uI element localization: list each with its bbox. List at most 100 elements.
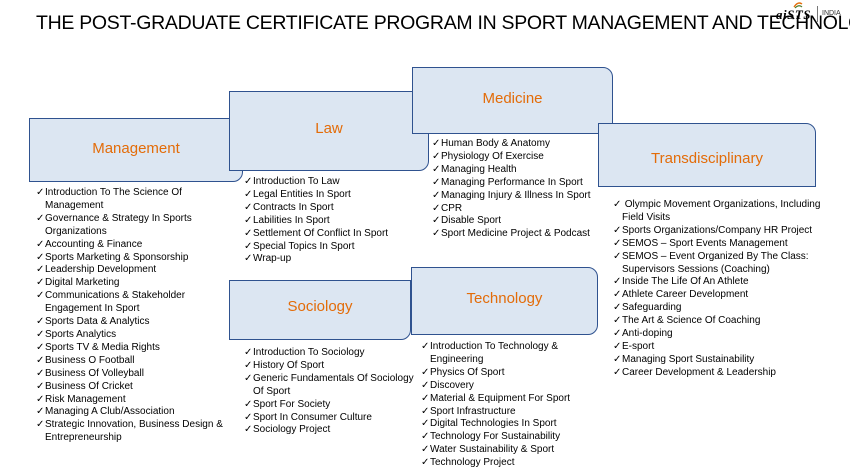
management-list: ✓Introduction To The Science Of Manageme… — [36, 187, 226, 445]
check-icon: ✓ — [244, 188, 253, 200]
check-icon: ✓ — [421, 366, 430, 378]
check-icon: ✓ — [613, 199, 622, 210]
logo-subtitle: INDIA — [822, 10, 841, 17]
transdisciplinary-label: Transdisciplinary — [651, 150, 763, 167]
check-icon: ✓ — [36, 264, 45, 276]
check-icon: ✓ — [613, 353, 622, 365]
list-item: ✓Human Body & Anatomy — [432, 138, 550, 149]
list-item: ✓Managing Sport Sustainability — [613, 353, 755, 365]
logo-text: aiSTS — [776, 7, 812, 22]
check-icon: ✓ — [613, 328, 622, 340]
transdisciplinary-list: ✓ Olympic Movement Organizations, Includ… — [613, 199, 838, 380]
list-item: ✓Sport Medicine Project & Podcast — [432, 228, 590, 240]
check-icon: ✓ — [613, 224, 622, 236]
list-item: ✓Anti-doping — [613, 328, 673, 340]
list-item: ✓SEMOS – Sport Events Management — [613, 237, 788, 249]
sociology-box: Sociology — [229, 280, 411, 340]
medicine-list: ✓Human Body & Anatomy ✓Physiology Of Exe… — [432, 138, 598, 241]
list-item: ✓E-sport — [613, 340, 655, 352]
check-icon: ✓ — [421, 379, 430, 391]
check-icon: ✓ — [244, 398, 253, 410]
list-item: ✓Inside The Life Of An Athlete — [613, 276, 749, 288]
medicine-label: Medicine — [482, 90, 543, 107]
aists-logo: aiSTS INDIA — [774, 2, 850, 26]
list-item: ✓Communications & Stakeholder Engagement… — [36, 290, 186, 315]
check-icon: ✓ — [421, 431, 430, 443]
check-icon: ✓ — [36, 419, 45, 431]
check-icon: ✓ — [432, 163, 441, 175]
check-icon: ✓ — [36, 341, 45, 353]
check-icon: ✓ — [432, 228, 441, 240]
check-icon: ✓ — [244, 372, 253, 384]
check-icon: ✓ — [244, 176, 253, 187]
list-item: ✓Discovery — [421, 379, 474, 391]
sociology-list: ✓Introduction To Sociology ✓History Of S… — [244, 347, 414, 437]
check-icon: ✓ — [421, 418, 430, 430]
list-item: ✓Physics Of Sport — [421, 366, 505, 378]
check-icon: ✓ — [36, 277, 45, 289]
sociology-label: Sociology — [287, 298, 353, 315]
list-item: ✓Digital Marketing — [36, 277, 120, 289]
check-icon: ✓ — [613, 302, 622, 314]
check-icon: ✓ — [36, 328, 45, 340]
check-icon: ✓ — [432, 138, 441, 149]
check-icon: ✓ — [244, 424, 253, 436]
list-item: ✓Sport Infrastructure — [421, 405, 516, 417]
list-item: ✓Strategic Innovation, Business Design &… — [36, 419, 223, 444]
list-item: ✓Material & Equipment For Sport — [421, 392, 571, 404]
check-icon: ✓ — [244, 411, 253, 423]
list-item: ✓Introduction To The Science Of Manageme… — [36, 187, 182, 211]
check-icon: ✓ — [36, 367, 45, 379]
list-item: ✓Contracts In Sport — [244, 201, 334, 213]
check-icon: ✓ — [613, 315, 622, 327]
list-item: ✓Introduction To Law — [244, 176, 340, 187]
check-icon: ✓ — [613, 340, 622, 352]
check-icon: ✓ — [432, 215, 441, 227]
technology-list: ✓Introduction To Technology & Engineerin… — [421, 341, 579, 470]
list-item: ✓Wrap-up — [244, 253, 292, 265]
check-icon: ✓ — [36, 187, 45, 198]
check-icon: ✓ — [613, 289, 622, 301]
technology-label: Technology — [466, 290, 543, 307]
list-item: ✓CPR — [432, 202, 463, 214]
list-item: ✓Sports Analytics — [36, 328, 117, 340]
check-icon: ✓ — [244, 214, 253, 226]
check-icon: ✓ — [432, 202, 441, 214]
list-item: ✓SEMOS – Event Organized By The Class: S… — [613, 250, 809, 275]
list-item: ✓Sports Marketing & Sponsorship — [36, 251, 189, 263]
list-item: ✓Special Topics In Sport — [244, 240, 355, 252]
list-item: ✓Sociology Project — [244, 424, 331, 436]
list-item: ✓Settlement Of Conflict In Sport — [244, 227, 389, 239]
check-icon: ✓ — [244, 253, 253, 265]
list-item: ✓Introduction To Sociology — [244, 347, 365, 358]
logo-swoosh-icon — [793, 2, 803, 9]
list-item: ✓Governance & Strategy In Sports Organiz… — [36, 212, 192, 237]
list-item: ✓Athlete Career Development — [613, 289, 749, 301]
list-item: ✓Water Sustainability & Sport — [421, 444, 555, 456]
check-icon: ✓ — [421, 444, 430, 456]
check-icon: ✓ — [421, 405, 430, 417]
logo-divider — [817, 6, 818, 22]
check-icon: ✓ — [432, 189, 441, 201]
transdisciplinary-box: Transdisciplinary — [598, 123, 816, 187]
list-item: ✓Business O Football — [36, 354, 135, 366]
list-item: ✓Business Of Cricket — [36, 380, 133, 392]
check-icon: ✓ — [421, 457, 430, 469]
list-item: ✓Generic Fundamentals Of Sociology Of Sp… — [244, 372, 414, 397]
list-item: ✓Physiology Of Exercise — [432, 150, 544, 162]
list-item: ✓Sports TV & Media Rights — [36, 341, 160, 353]
list-item: ✓Sports Organizations/Company HR Project — [613, 224, 813, 236]
check-icon: ✓ — [244, 347, 253, 358]
check-icon: ✓ — [36, 251, 45, 263]
page-title: THE POST-GRADUATE CERTIFICATE PROGRAM IN… — [36, 12, 850, 34]
list-item: ✓Technology For Sustainability — [421, 431, 561, 443]
list-item: ✓Introduction To Technology & Engineerin… — [421, 341, 559, 365]
list-item: ✓Sport In Consumer Culture — [244, 411, 372, 423]
list-item: ✓Technology Project — [421, 457, 515, 469]
check-icon: ✓ — [244, 201, 253, 213]
check-icon: ✓ — [613, 366, 622, 378]
list-item: ✓Sports Data & Analytics — [36, 316, 150, 328]
law-box: Law — [229, 91, 429, 171]
list-item: ✓Accounting & Finance — [36, 238, 143, 250]
list-item: ✓Labilities In Sport — [244, 214, 330, 226]
